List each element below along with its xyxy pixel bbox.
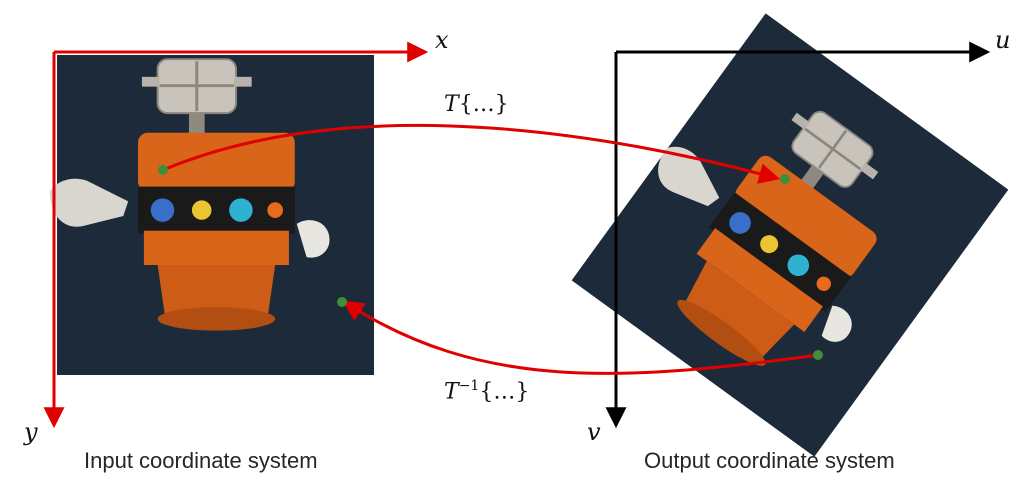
u-axis-label: u (995, 26, 1011, 54)
inverse-exponent: −1 (458, 378, 480, 394)
forward-transform-label: T{…} (444, 92, 509, 117)
inverse-symbol: T (444, 379, 459, 405)
input-image (48, 55, 374, 375)
inverse-args: {…} (479, 379, 530, 405)
output-caption: Output coordinate system (644, 448, 895, 473)
v-axis-label: v (587, 418, 601, 446)
y-axis-label: y (24, 418, 38, 446)
forward-transform-arrow (162, 123, 781, 184)
input-axes (43, 41, 429, 429)
output-point-bottom (813, 350, 823, 360)
output-image (571, 13, 1009, 457)
inverse-transform-label: T−1{…} (444, 378, 529, 404)
forward-symbol: T (444, 92, 459, 117)
x-axis-label: x (435, 26, 449, 54)
input-caption: Input coordinate system (84, 448, 318, 473)
output-point-top (780, 174, 790, 184)
input-point-top (158, 165, 168, 175)
output-axes (605, 41, 991, 429)
input-point-bottom (337, 297, 347, 307)
forward-args: {…} (458, 92, 509, 117)
inverse-transform-arrow (342, 300, 819, 375)
